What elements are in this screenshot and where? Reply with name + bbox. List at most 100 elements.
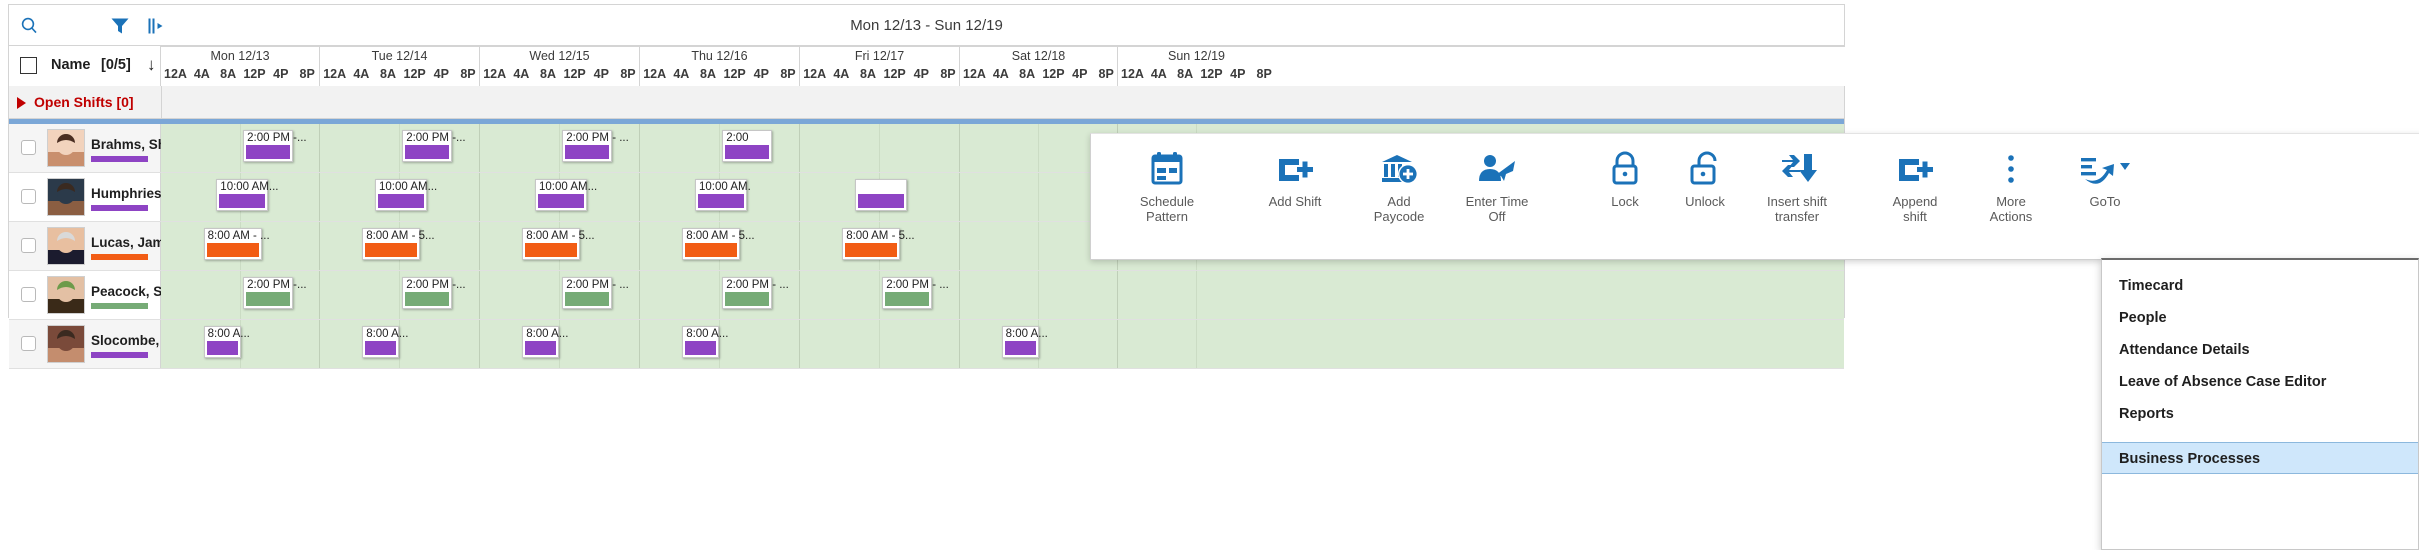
- sort-descending-icon[interactable]: ↓: [147, 55, 156, 74]
- shift-chip[interactable]: 2:00 PM - ...: [882, 277, 949, 309]
- shift-color-bar: [405, 145, 450, 159]
- half-day-divider: [1038, 222, 1039, 270]
- half-day-divider: [879, 124, 880, 172]
- shift-chip[interactable]: 8:00 AM - 5...: [682, 228, 755, 260]
- expand-triangle-icon[interactable]: [17, 97, 26, 109]
- hour-tick: 8A: [860, 67, 876, 81]
- shift-chip[interactable]: 10:00 AM...: [535, 179, 597, 211]
- menu-item-reports[interactable]: Reports: [2119, 406, 2174, 422]
- shift-time-label: 8:00 AM - 5...: [526, 230, 595, 242]
- shift-chip[interactable]: 2:00 PM - ...: [562, 277, 629, 309]
- menu-item-business-processes[interactable]: Business Processes: [2102, 442, 2418, 474]
- toolbar-add-shift-button[interactable]: Add Shift: [1241, 142, 1349, 254]
- select-all-checkbox[interactable]: [20, 57, 37, 74]
- schedule-cells[interactable]: 8:00 A... 8:00 A... 8:00 A... 8:00 A... 8:00…: [161, 320, 1844, 368]
- hour-tick: 8P: [1256, 67, 1272, 81]
- shift-chip[interactable]: [855, 179, 907, 211]
- hour-tick: 4P: [593, 67, 609, 81]
- shift-chip[interactable]: 2:00 PM - ...: [722, 277, 789, 309]
- hour-tick: 4A: [193, 67, 210, 81]
- shift-chip[interactable]: 10:00 AM.: [695, 179, 751, 211]
- menu-item-leave-of-absence-case-editor[interactable]: Leave of Absence Case Editor: [2119, 374, 2327, 390]
- shift-chip[interactable]: 2:00 PM -...: [402, 130, 466, 162]
- shift-chip[interactable]: 8:00 A...: [1001, 326, 1048, 358]
- hour-tick: 12A: [963, 67, 986, 81]
- shift-chip[interactable]: 8:00 AM - ...: [203, 228, 270, 260]
- day-divider: [959, 271, 960, 319]
- day-divider: [319, 173, 320, 221]
- shift-chip[interactable]: 8:00 AM - 5...: [842, 228, 915, 260]
- day-divider: [639, 271, 640, 319]
- hour-tick: 8A: [700, 67, 716, 81]
- shift-color-bar: [1004, 341, 1036, 355]
- hour-tick: 12A: [164, 67, 187, 81]
- shift-chip[interactable]: 2:00 PM -...: [243, 130, 307, 162]
- shift-time-label: 2:00 PM - ...: [566, 132, 629, 144]
- shift-chip[interactable]: 8:00 A...: [362, 326, 408, 358]
- half-day-divider: [1196, 271, 1197, 319]
- search-icon[interactable]: [19, 15, 41, 37]
- open-shifts-row[interactable]: Open Shifts [0]: [9, 86, 1844, 119]
- row-checkbox[interactable]: [21, 140, 36, 155]
- toolbar-goto-button[interactable]: GoTo: [2051, 142, 2159, 254]
- toolbar-unlock-button[interactable]: Unlock: [1651, 142, 1759, 254]
- shift-color-bar: [246, 292, 291, 306]
- row-checkbox[interactable]: [21, 287, 36, 302]
- shift-chip[interactable]: 2:00 PM - ...: [562, 130, 629, 162]
- shift-time-label: 8:00 AM - 5...: [846, 230, 915, 242]
- schedule-cells[interactable]: 2:00 PM -... 2:00 PM -... 2:00 PM - ... 2:0…: [161, 271, 1844, 319]
- row-checkbox[interactable]: [21, 238, 36, 253]
- shift-chip[interactable]: 8:00 AM - 5...: [362, 228, 435, 260]
- name-column-header: Name [0/5] ↓: [8, 46, 161, 86]
- shift-color-bar: [365, 243, 418, 257]
- shift-chip[interactable]: 2:00 PM -...: [243, 277, 307, 309]
- employee-cell: Lucas, James: [9, 222, 180, 270]
- shift-chip[interactable]: 8:00 A...: [682, 326, 728, 358]
- row-checkbox[interactable]: [21, 189, 36, 204]
- day-header-label: Tue 12/14: [371, 49, 428, 63]
- shift-chip[interactable]: 8:00 A...: [203, 326, 250, 358]
- menu-item-people[interactable]: People: [2119, 310, 2167, 326]
- employee-color-bar: [91, 254, 148, 260]
- filter-icon[interactable]: [109, 15, 131, 37]
- shift-chip[interactable]: 10:00 AM...: [375, 179, 437, 211]
- shift-chip[interactable]: 8:00 A...: [522, 326, 568, 358]
- menu-item-timecard[interactable]: Timecard: [2119, 278, 2184, 294]
- menu-item-attendance-details[interactable]: Attendance Details: [2119, 342, 2250, 358]
- toolbar-button-label: GoTo: [2089, 194, 2121, 209]
- row-separator: [9, 119, 1844, 124]
- day-header-label: Sun 12/19: [1168, 49, 1225, 63]
- shift-chip[interactable]: 10:00 AM...: [216, 179, 278, 211]
- shift-color-bar: [525, 341, 557, 355]
- day-divider: [319, 222, 320, 270]
- more-actions-icon: [1990, 148, 2032, 190]
- toolbar-lock-button[interactable]: Lock: [1571, 142, 1679, 254]
- expand-columns-icon[interactable]: [145, 15, 167, 37]
- day-divider: [799, 222, 800, 270]
- avatar: [47, 227, 85, 265]
- day-divider: [799, 271, 800, 319]
- shift-chip[interactable]: 2:00 PM -...: [402, 277, 466, 309]
- row-checkbox[interactable]: [21, 336, 36, 351]
- shift-chip[interactable]: 2:00: [722, 130, 773, 162]
- shift-time-label: 2:00 PM - ...: [726, 279, 789, 291]
- shift-chip[interactable]: 8:00 AM - 5...: [522, 228, 595, 260]
- hour-tick: 4P: [913, 67, 929, 81]
